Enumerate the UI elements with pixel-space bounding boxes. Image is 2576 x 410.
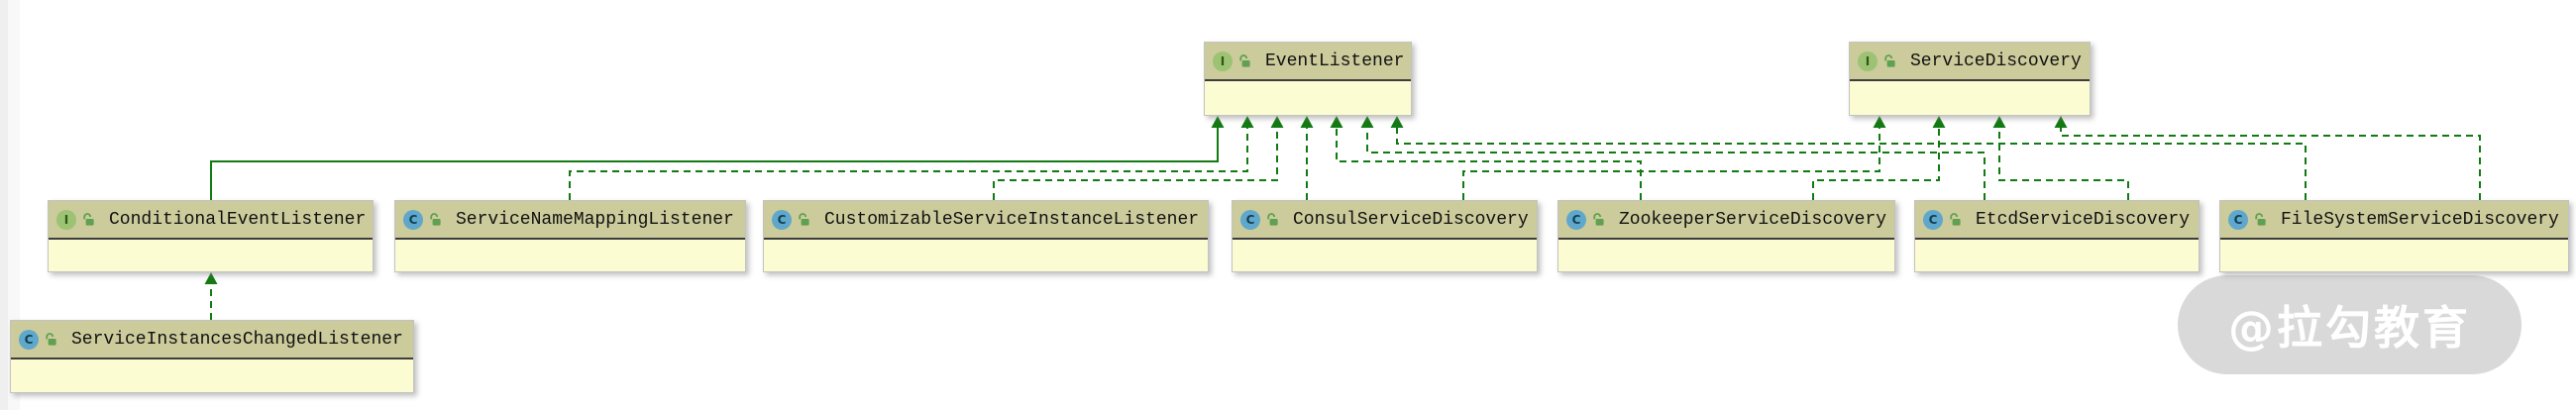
- compartment-separator: [1850, 79, 2090, 81]
- class-name-label: EventListener: [1265, 51, 1405, 71]
- compartment-separator: [11, 358, 413, 359]
- class-name-label: FileSystemServiceDiscovery: [2281, 209, 2559, 230]
- edge-FileSystemServiceDiscovery-implements-ServiceDiscovery: [2054, 116, 2481, 200]
- class-icon: C: [1240, 209, 1260, 230]
- compartment-separator: [764, 238, 1208, 240]
- class-header: C ServiceInstancesChangedListener: [11, 321, 413, 358]
- class-header: C EtcdServiceDiscovery: [1915, 201, 2199, 238]
- class-box-ConditionalEventListener[interactable]: I ConditionalEventListener: [48, 200, 374, 272]
- class-name-label: CustomizableServiceInstanceListener: [824, 209, 1200, 230]
- class-icon: C: [403, 209, 423, 230]
- class-name-label: ServiceDiscovery: [1910, 51, 2082, 71]
- compartment-separator: [395, 238, 745, 240]
- public-lock-icon: [83, 213, 94, 226]
- edge-FileSystemServiceDiscovery-implements-EventListener: [1390, 116, 2307, 200]
- arrowhead-icon: [1211, 116, 1225, 128]
- compartment-separator: [1205, 79, 1411, 81]
- arrowhead-icon: [1390, 116, 1404, 128]
- edge-ConsulServiceDiscovery-implements-ServiceDiscovery: [1462, 116, 1886, 200]
- arrowhead-icon: [1330, 116, 1343, 128]
- members-compartment: [1233, 240, 1537, 271]
- arrowhead-icon: [1932, 116, 1946, 128]
- class-box-ServiceNameMappingListener[interactable]: C ServiceNameMappingListener: [394, 200, 746, 272]
- panel-edge: [0, 0, 8, 410]
- class-box-ServiceInstancesChangedListener[interactable]: C ServiceInstancesChangedListener: [10, 320, 414, 393]
- class-name-label: EtcdServiceDiscovery: [1976, 209, 2191, 230]
- members-compartment: [49, 240, 373, 271]
- interface-icon: I: [1858, 51, 1878, 71]
- arrowhead-icon: [1360, 116, 1374, 128]
- arrowhead-icon: [1300, 116, 1314, 128]
- arrowhead-icon: [1992, 116, 2006, 128]
- public-lock-icon: [430, 213, 441, 226]
- class-header: I ConditionalEventListener: [49, 201, 373, 238]
- arrowhead-icon: [1240, 116, 1254, 128]
- class-header: C ZookeeperServiceDiscovery: [1558, 201, 1894, 238]
- compartment-separator: [1915, 238, 2199, 240]
- interface-icon: I: [56, 209, 76, 230]
- members-compartment: [1205, 81, 1411, 115]
- public-lock-icon: [46, 333, 56, 346]
- watermark: @拉勾教育: [2178, 275, 2522, 374]
- class-icon: C: [772, 209, 792, 230]
- class-box-ServiceDiscovery[interactable]: I ServiceDiscovery: [1849, 42, 2091, 116]
- class-box-EventListener[interactable]: I EventListener: [1204, 42, 1412, 116]
- arrowhead-icon: [1270, 116, 1284, 128]
- class-box-FileSystemServiceDiscovery[interactable]: C FileSystemServiceDiscovery: [2219, 200, 2569, 272]
- arrowhead-icon: [2054, 116, 2068, 128]
- edge-ServiceInstancesChangedListener-implements-ConditionalEventListener: [204, 272, 218, 320]
- public-lock-icon: [1593, 213, 1604, 226]
- edge-ZookeeperServiceDiscovery-implements-EventListener: [1330, 116, 1642, 200]
- members-compartment: [11, 359, 413, 392]
- class-box-CustomizableServiceInstanceListener[interactable]: C CustomizableServiceInstanceListener: [763, 200, 1209, 272]
- members-compartment: [1915, 240, 2199, 271]
- compartment-separator: [2220, 238, 2568, 240]
- public-lock-icon: [799, 213, 809, 226]
- edge-ConditionalEventListener-extends-EventListener: [210, 116, 1225, 200]
- edge-ServiceNameMappingListener-implements-EventListener: [569, 116, 1254, 200]
- public-lock-icon: [2255, 213, 2266, 226]
- edge-EtcdServiceDiscovery-implements-EventListener: [1360, 116, 1986, 200]
- members-compartment: [395, 240, 745, 271]
- class-icon: C: [2228, 209, 2248, 230]
- members-compartment: [1558, 240, 1894, 271]
- arrowhead-icon: [204, 272, 218, 284]
- class-icon: C: [1923, 209, 1943, 230]
- class-header: I ServiceDiscovery: [1850, 43, 2090, 79]
- public-lock-icon: [1267, 213, 1278, 226]
- class-header: C FileSystemServiceDiscovery: [2220, 201, 2568, 238]
- class-name-label: ZookeeperServiceDiscovery: [1619, 209, 1887, 230]
- public-lock-icon: [1950, 213, 1961, 226]
- edge-CustomizableServiceInstanceListener-implements-EventListener: [993, 116, 1284, 200]
- members-compartment: [1850, 81, 2090, 115]
- class-box-EtcdServiceDiscovery[interactable]: C EtcdServiceDiscovery: [1914, 200, 2200, 272]
- class-header: I EventListener: [1205, 43, 1411, 79]
- class-icon: C: [19, 329, 39, 350]
- arrowhead-icon: [1873, 116, 1886, 128]
- class-icon: C: [1566, 209, 1586, 230]
- edge-ZookeeperServiceDiscovery-implements-ServiceDiscovery: [1812, 116, 1946, 200]
- public-lock-icon: [1239, 54, 1250, 67]
- edge-EtcdServiceDiscovery-implements-ServiceDiscovery: [1992, 116, 2129, 200]
- class-header: C ConsulServiceDiscovery: [1233, 201, 1537, 238]
- panel-edge-light: [8, 0, 20, 410]
- members-compartment: [764, 240, 1208, 271]
- compartment-separator: [49, 238, 373, 240]
- interface-icon: I: [1213, 51, 1233, 71]
- class-name-label: ConsulServiceDiscovery: [1293, 209, 1529, 230]
- edge-ConsulServiceDiscovery-implements-EventListener: [1300, 116, 1314, 200]
- class-header: C CustomizableServiceInstanceListener: [764, 201, 1208, 238]
- class-name-label: ServiceInstancesChangedListener: [71, 329, 403, 350]
- compartment-separator: [1233, 238, 1537, 240]
- class-box-ConsulServiceDiscovery[interactable]: C ConsulServiceDiscovery: [1232, 200, 1538, 272]
- public-lock-icon: [1884, 54, 1895, 67]
- members-compartment: [2220, 240, 2568, 271]
- class-box-ZookeeperServiceDiscovery[interactable]: C ZookeeperServiceDiscovery: [1557, 200, 1895, 272]
- class-name-label: ConditionalEventListener: [109, 209, 367, 230]
- class-header: C ServiceNameMappingListener: [395, 201, 745, 238]
- class-name-label: ServiceNameMappingListener: [456, 209, 734, 230]
- compartment-separator: [1558, 238, 1894, 240]
